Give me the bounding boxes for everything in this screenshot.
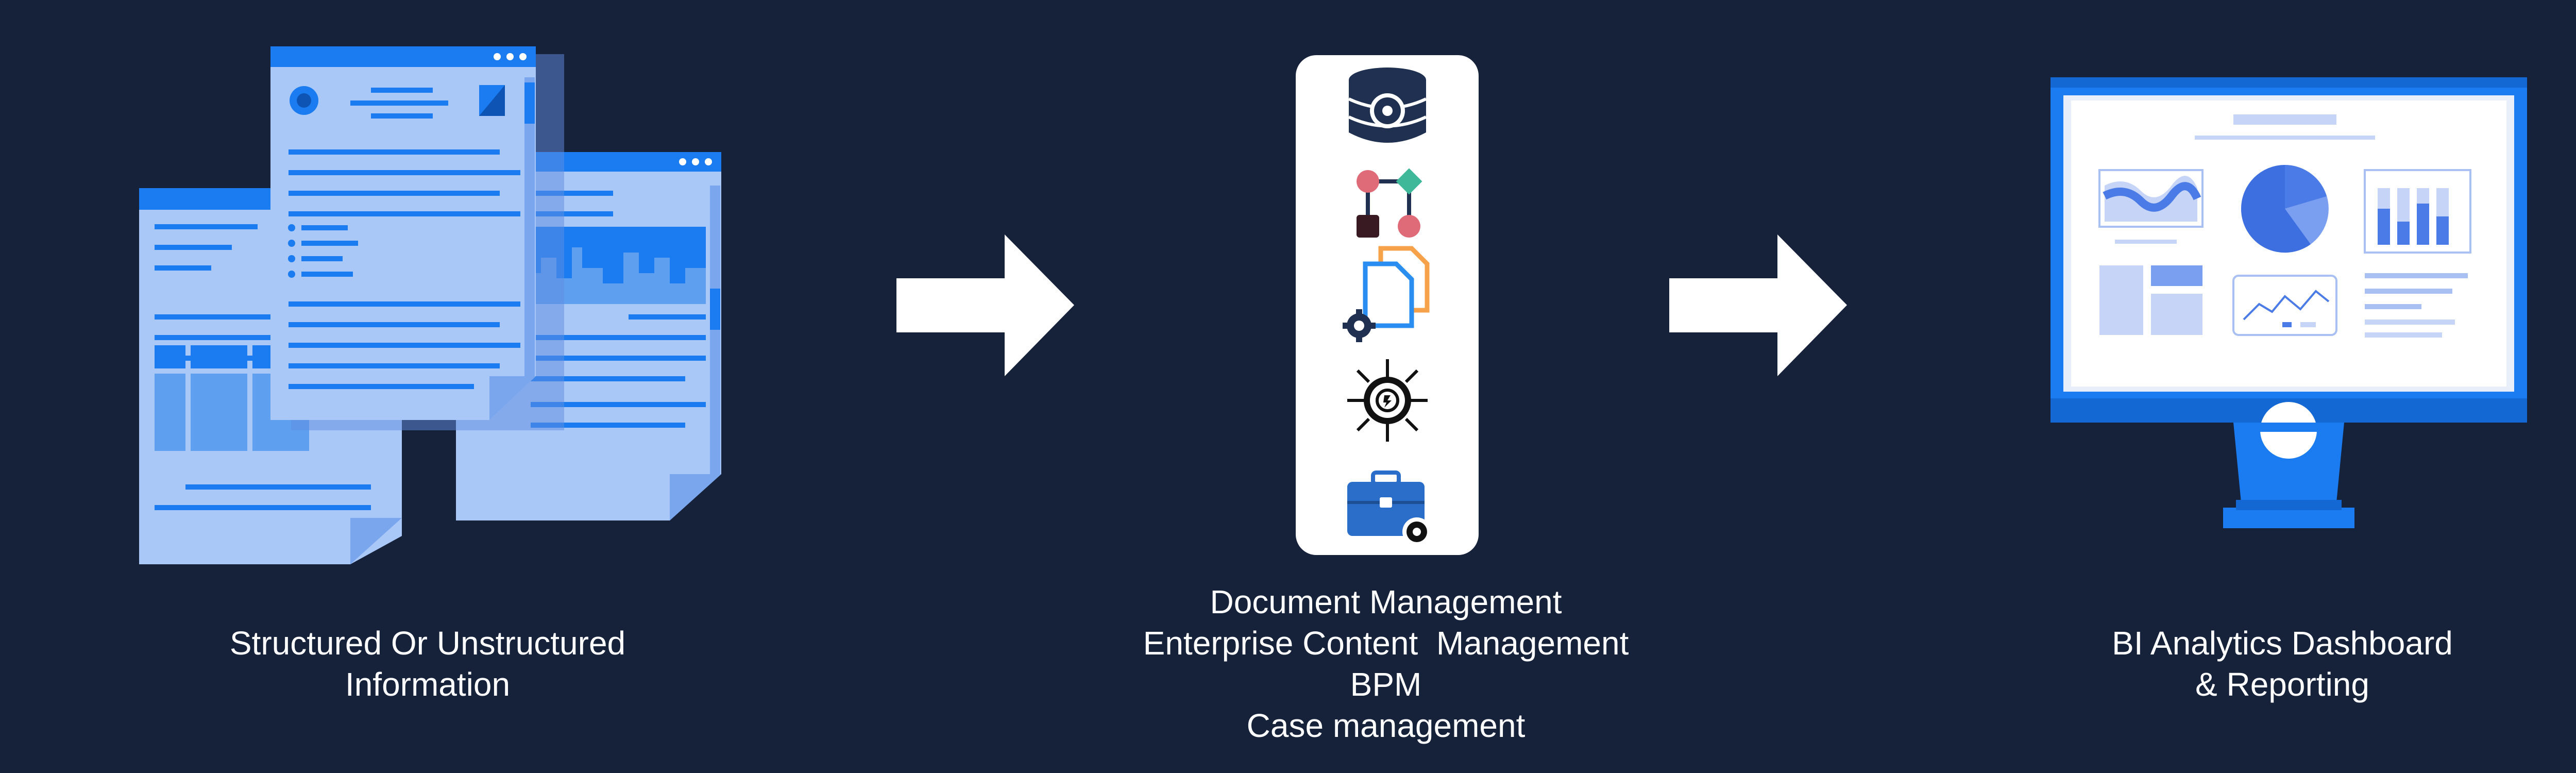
processing-line-ecm: Enterprise Content Management [1143, 625, 1629, 662]
document-front [270, 46, 564, 430]
layout-tiles-widget [2099, 265, 2202, 335]
output-caption: BI Analytics Dashboard & Reporting [1973, 623, 2576, 705]
processing-caption: Document Management Enterprise Content M… [1077, 581, 1695, 746]
right-arrow-icon [896, 234, 1074, 376]
briefcase-gear-icon [1347, 470, 1431, 546]
source-caption: Structured Or Unstructured Information [118, 623, 737, 705]
database-gear-icon [1348, 68, 1427, 143]
pie-chart-widget [2241, 165, 2329, 253]
document-gear-icon [1343, 246, 1430, 342]
processing-line-case-management: Case management [1246, 707, 1526, 744]
source-caption-line2: Information [345, 666, 511, 703]
processing-line-bpm: BPM [1350, 666, 1422, 703]
line-chart-widget [2232, 275, 2337, 336]
output-caption-line2: & Reporting [2195, 666, 2369, 703]
right-arrow-icon [1669, 234, 1847, 376]
workflow-icon [1357, 168, 1422, 238]
report-lines-widget [2365, 273, 2468, 338]
output-caption-line1: BI Analytics Dashboard [2112, 625, 2453, 662]
monitor-dashboard-icon [2050, 77, 2527, 528]
source-caption-line1: Structured Or Unstructured [229, 625, 626, 662]
documents-icon [139, 46, 721, 564]
wave-chart-widget [2098, 169, 2204, 244]
ai-gear-icon [1347, 359, 1428, 442]
processing-line-document-management: Document Management [1210, 583, 1562, 620]
bar-chart-widget [2364, 169, 2471, 254]
process-icons [1343, 68, 1431, 546]
